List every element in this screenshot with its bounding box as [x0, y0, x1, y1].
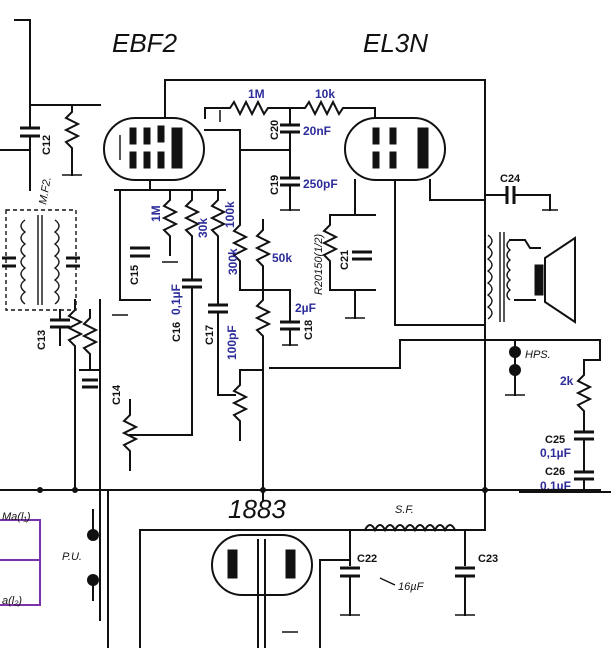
if-transformer-mf2: M.F2. — [2, 176, 80, 311]
pu-label: P.U. — [62, 551, 82, 563]
c12-label: C12 — [41, 135, 53, 155]
rectifier-tube-label: 1883 — [228, 494, 286, 524]
r-2k-label: 2k — [560, 374, 574, 388]
c19-value: 250pF — [303, 177, 338, 191]
c18-label: C18 — [303, 320, 315, 340]
c12-capacitor: C12 — [41, 135, 53, 155]
ebf2-tube-label: EBF2 — [112, 28, 178, 58]
plate-load-network: 1M 10k C20 20nF C19 250pF — [204, 87, 376, 211]
c23-label: C23 — [478, 553, 498, 565]
c14-label: C14 — [111, 384, 123, 405]
c16-value: 0,1µF — [169, 284, 183, 315]
c25-label: C25 — [545, 434, 565, 446]
c21-label: C21 — [339, 250, 351, 270]
c20-label: C20 — [269, 120, 281, 140]
mf2-label: M.F2. — [37, 176, 54, 206]
c13-capacitor: C13 — [36, 309, 70, 350]
ma1-label: Ma(l₁) — [2, 511, 31, 523]
el3n-tube: R20150(1/2) C21 — [313, 117, 486, 326]
c22-label: C22 — [357, 553, 377, 565]
c16-label: C16 — [171, 322, 183, 342]
r-cathode-label: R20150(1/2) — [313, 234, 325, 295]
grid-leak-resistor — [62, 104, 82, 176]
sf-label: S.F. — [395, 504, 414, 516]
volume-and-c18: 50k C18 2µF — [239, 219, 316, 501]
c19-label: C19 — [269, 175, 281, 195]
c15-label: C15 — [129, 265, 141, 285]
c24-label: C24 — [500, 173, 521, 185]
r-100k-label: 100k — [223, 201, 237, 228]
ebf2-tube — [103, 79, 486, 476]
r-1m-label: 1M — [149, 205, 163, 222]
c22-c23-value: 16µF — [398, 581, 425, 593]
ma2-label: a(l₂) — [2, 595, 22, 607]
r-300k-label: 300k — [226, 248, 240, 275]
c17-label: C17 — [204, 325, 216, 345]
detector-resistors — [66, 299, 101, 621]
ebf2-bias-network: C15 1M 30k C16 0,1µF 100k 300k C17 100pF — [112, 179, 249, 436]
pickup-input: P.U. — [62, 489, 109, 648]
c18-value: 2µF — [295, 301, 316, 315]
r-10k-label: 10k — [315, 87, 335, 101]
el3n-tube-label: EL3N — [363, 28, 428, 58]
r-50k-label: 50k — [272, 251, 292, 265]
r-1m-top-label: 1M — [248, 87, 265, 101]
ma-meter-box: Ma(l₁) a(l₂) — [0, 511, 41, 607]
c17-value: 100pF — [225, 325, 239, 360]
c26-label: C26 — [545, 466, 565, 478]
rectifier-1883 — [139, 474, 486, 648]
output-stage: C24 HPS. 2k C25 0,1µF C26 0,1µF — [484, 173, 611, 493]
c13-label: C13 — [36, 330, 48, 350]
supply-rail — [0, 487, 601, 493]
c14-tone-network: C14 — [111, 339, 601, 471]
c20-value: 20nF — [303, 124, 331, 138]
input-wiring — [0, 19, 101, 191]
c25-value: 0,1µF — [540, 446, 571, 460]
r-30k-label: 30k — [196, 218, 210, 238]
hps-label: HPS. — [525, 349, 551, 361]
filter-section: S.F. C22 C23 16µF — [340, 504, 498, 616]
